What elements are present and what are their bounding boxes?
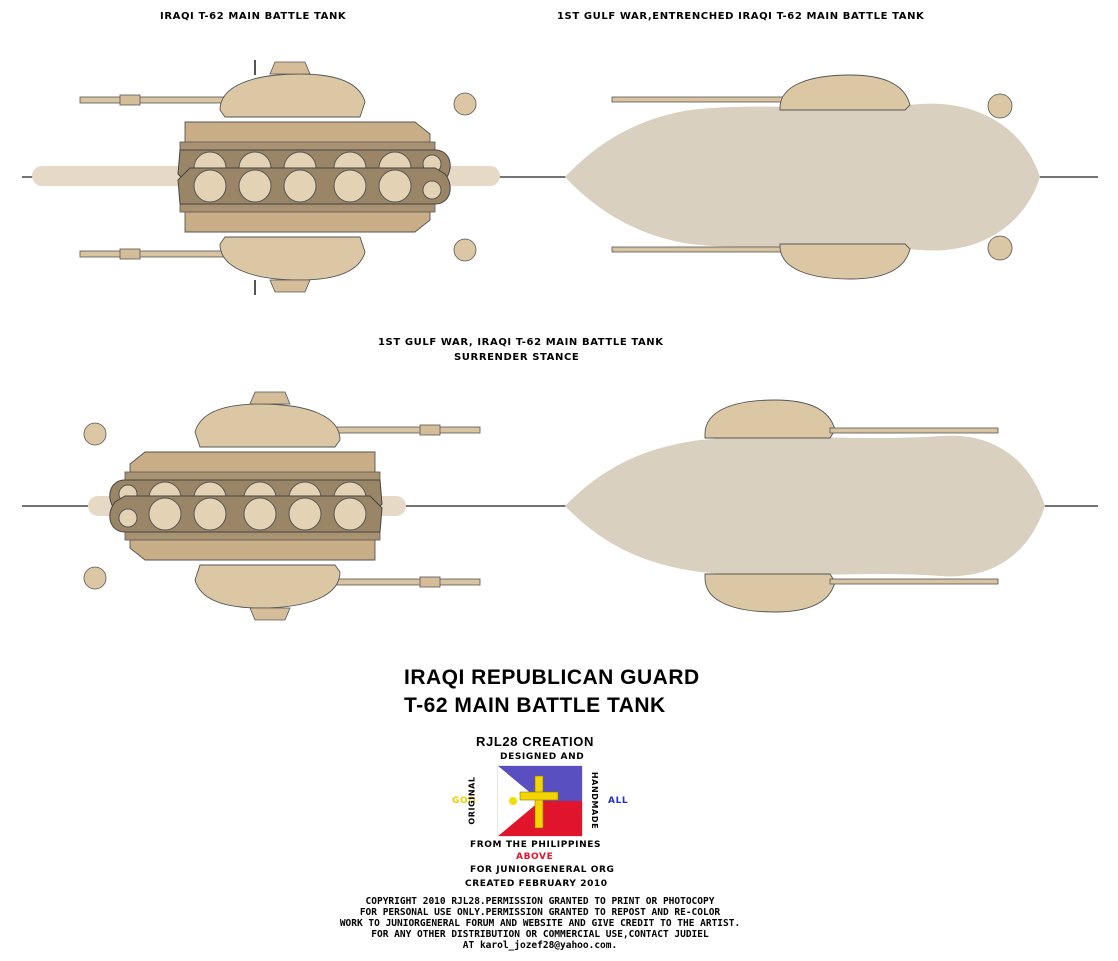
caption-middle-line1: 1ST GULF WAR, IRAQI T-62 MAIN BATTLE TAN…	[378, 337, 664, 348]
logo-designed: DESIGNED AND	[500, 752, 585, 762]
sand-berm-top	[565, 103, 1040, 251]
sand-berm-middle	[565, 435, 1045, 577]
logo-left-word: GOD	[452, 796, 477, 806]
credit-line-4: FOR ANY OTHER DISTRIBUTION OR COMMERCIAL…	[371, 929, 709, 940]
logo-created: CREATED FEBRUARY 2010	[465, 879, 608, 889]
credit-line-2: FOR PERSONAL USE ONLY.PERMISSION GRANTED…	[359, 907, 721, 918]
caption-middle-line2: SURRENDER STANCE	[454, 352, 580, 363]
credit-line-5: AT karol_jozef28@yahoo.com.	[462, 940, 618, 951]
caption-top-left: IRAQI T-62 MAIN BATTLE TANK	[160, 11, 347, 22]
caption-top-right: 1ST GULF WAR,ENTRENCHED IRAQI T-62 MAIN …	[557, 11, 925, 22]
heading-line2: T-62 MAIN BATTLE TANK	[404, 694, 666, 717]
tank-entrenched-middle-right	[704, 399, 999, 613]
logo-vertical-right: HANDMADE	[590, 771, 600, 830]
heading-line1: IRAQI REPUBLICAN GUARD	[404, 666, 700, 689]
logo-above: ABOVE	[516, 852, 554, 862]
logo-vertical-left: ORIGINAL	[467, 776, 477, 825]
tank-side-view-top-left	[79, 60, 477, 295]
flag-logo	[497, 765, 583, 837]
logo-for: FOR JUNIORGENERAL ORG	[470, 865, 615, 875]
logo-creation: RJL28 CREATION	[476, 734, 594, 749]
credit-line-3: WORK TO JUNIORGENERAL FORUM AND WEBSITE …	[339, 918, 741, 929]
logo-right-word: ALL	[608, 796, 629, 806]
credit-line-1: COPYRIGHT 2010 RJL28.PERMISSION GRANTED …	[365, 896, 715, 907]
logo-from: FROM THE PHILIPPINES	[470, 840, 602, 850]
tank-entrenched-top-right	[611, 74, 1013, 280]
